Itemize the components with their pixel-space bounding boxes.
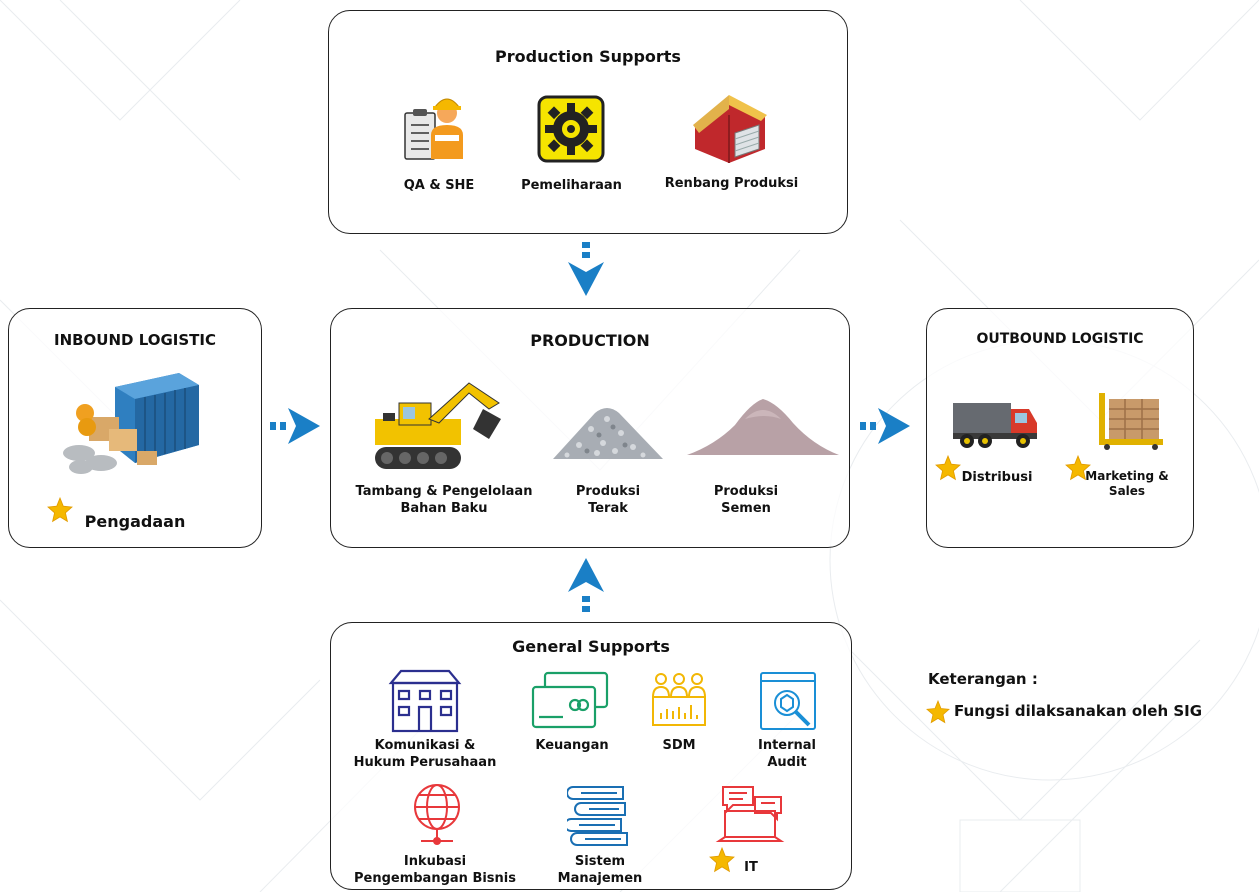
production-supports-title: Production Supports [495,47,681,66]
production-support-label-qa: QA & SHE [403,178,475,193]
inbound-label-pengadaan: Pengadaan [84,512,186,531]
general-label-komunikasi: Komunikasi & Hukum Perusahaan [353,738,497,770]
general-label-sistem-manajemen: Sistem Manajemen [557,854,643,886]
general-label-internal-audit: Internal Audit [757,738,817,770]
excavator-icon [375,382,501,469]
container-icon [63,373,199,474]
star-icon [1065,455,1091,481]
outbound-label-distribusi: Distribusi [961,470,1033,485]
legend-title: Keterangan : [928,670,1038,688]
production-box: PRODUCTION Tambang & Pengelolaan Bahan B… [330,308,850,548]
production-support-label-renbang: Renbang Produksi [664,176,799,191]
outbound-label-marketing: Marketing & Sales [1085,469,1169,498]
truck-icon [953,403,1037,448]
laptop-chat-icon [715,786,785,842]
production-support-label-pemeliharaan: Pemeliharaan [521,178,622,193]
money-icon [531,671,609,729]
building-icon [388,669,462,733]
general-label-sdm: SDM [662,738,696,753]
star-icon [935,455,961,481]
production-label-tambang: Tambang & Pengelolaan Bahan Baku [355,484,533,516]
production-title: PRODUCTION [530,331,650,350]
pallet-icon [1099,393,1163,450]
general-label-inkubasi: Inkubasi Pengembangan Bisnis [353,854,516,886]
warehouse-icon [693,95,767,163]
star-icon [709,847,735,873]
inbound-logistic-box: INBOUND LOGISTIC Pengadaan [8,308,262,548]
globe-icon [414,784,460,845]
general-supports-box: General Supports Komunikasi & Hukum Peru… [330,622,852,890]
arrow-down-icon [568,242,604,296]
outbound-logistic-title: OUTBOUND LOGISTIC [976,331,1144,347]
people-icon [652,673,706,726]
gear-icon [537,95,605,163]
worker-icon [404,98,463,160]
production-label-semen: Produksi Semen [713,484,779,516]
inbound-logistic-title: INBOUND LOGISTIC [53,331,217,349]
star-icon [47,497,73,523]
arrow-right-icon [860,408,910,444]
general-label-keuangan: Keuangan [535,738,609,753]
outbound-logistic-box: OUTBOUND LOGISTIC Distribusi Marketing &… [926,308,1194,548]
books-icon [567,786,628,846]
arrow-up-icon [568,558,604,612]
star-icon [926,700,950,724]
gravel-pile-icon [553,408,663,459]
general-label-it: IT [744,860,758,875]
arrow-right-icon [270,408,320,444]
legend-star-label: Fungsi dilaksanakan oleh SIG [954,702,1203,720]
production-supports-box: Production Supports QA & SHE Pemeliharaa… [328,10,848,234]
cement-pile-icon [687,399,839,455]
general-supports-title: General Supports [512,637,670,656]
production-label-terak: Produksi Terak [575,484,641,516]
audit-icon [760,672,816,730]
